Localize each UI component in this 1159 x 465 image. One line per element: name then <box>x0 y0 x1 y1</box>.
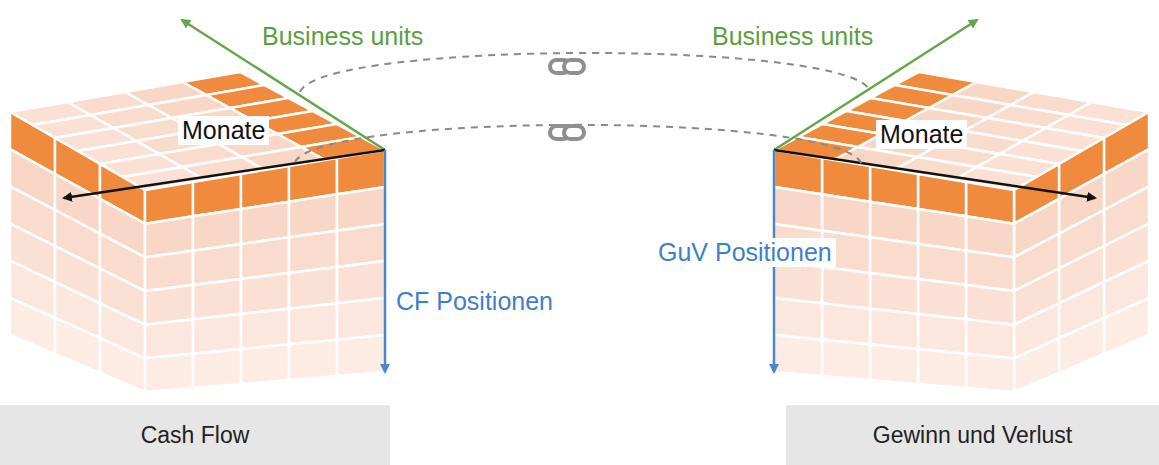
axis-label: Business units <box>712 22 873 51</box>
axis-label: GuV Positionen <box>654 238 836 267</box>
caption-text: Cash Flow <box>141 422 250 449</box>
link-line <box>300 53 870 92</box>
caption-text: Gewinn und Verlust <box>873 422 1072 449</box>
link-line <box>295 125 862 165</box>
axis-label: CF Positionen <box>392 287 557 316</box>
axis-label: Monate <box>876 120 967 149</box>
caption-bar: Gewinn und Verlust <box>786 405 1159 465</box>
guv-cube <box>774 20 1149 392</box>
chain-icon <box>550 60 584 139</box>
axis-label: Business units <box>262 22 423 51</box>
axis-label: Monate <box>178 116 269 145</box>
cash-flow-cube <box>10 20 385 392</box>
caption-bar: Cash Flow <box>0 405 390 465</box>
